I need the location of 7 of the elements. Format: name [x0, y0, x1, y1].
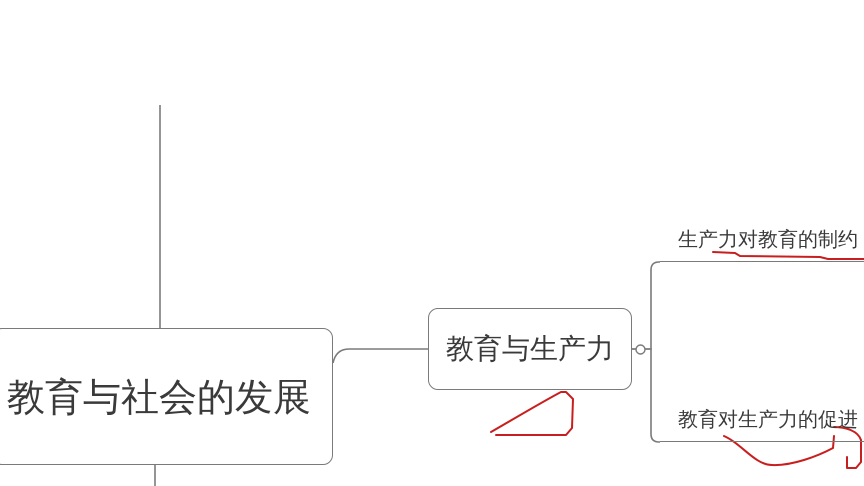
underlined-topic: 生产力对教育的制约 [660, 218, 864, 262]
topic-box: 教育与社会的发展 [0, 328, 333, 465]
underlined-topic: 教育对生产力的促进 [660, 398, 864, 442]
connector-line [159, 105, 161, 328]
connector-line [332, 348, 428, 364]
connector-line [154, 465, 156, 486]
topic-box: 教育与生产力 [428, 308, 632, 390]
